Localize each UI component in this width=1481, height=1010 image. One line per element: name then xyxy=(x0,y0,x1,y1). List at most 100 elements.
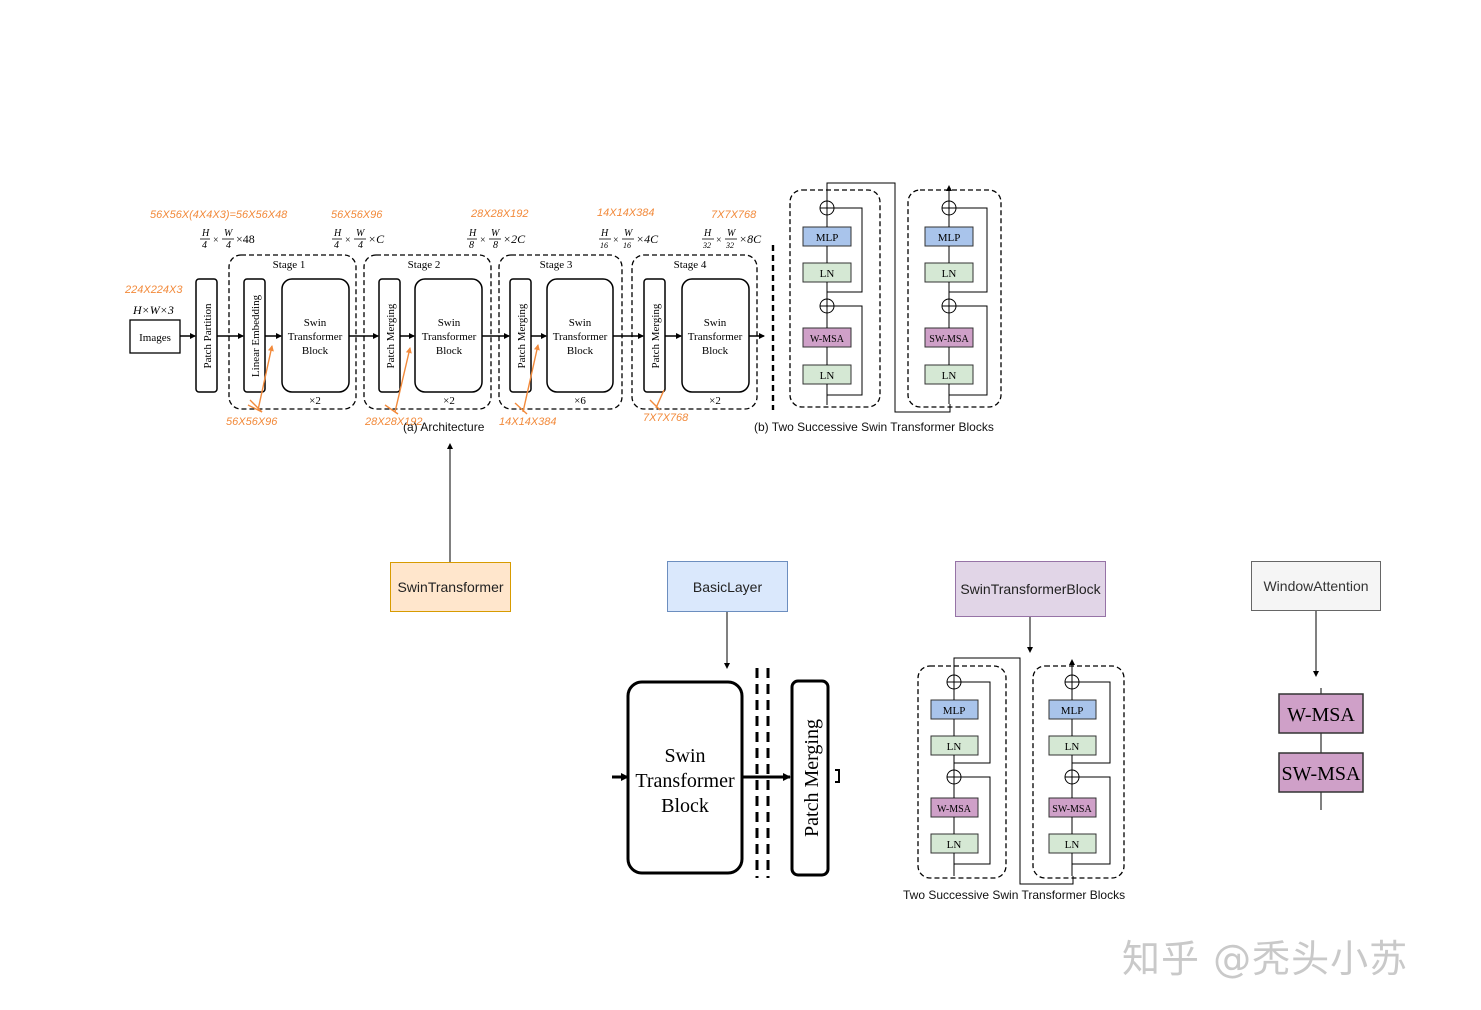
ln-label: LN xyxy=(942,268,957,280)
patch-merging-label: Patch Merging xyxy=(385,303,397,368)
swmsa-label: SW-MSA xyxy=(929,334,969,345)
stage-container xyxy=(631,254,758,410)
block-label-line: Swin xyxy=(704,317,727,329)
stage-repeat: ×2 xyxy=(443,395,455,407)
svg-text:×2C: ×2C xyxy=(503,232,526,246)
stage-title: Stage 2 xyxy=(408,259,441,271)
block-label-line: Transformer xyxy=(635,770,735,792)
svg-text:16: 16 xyxy=(623,241,631,250)
dimension-label: H 8 × W 8 ×2C xyxy=(467,228,526,251)
mlp-label: MLP xyxy=(1061,705,1084,717)
mlp-label: MLP xyxy=(816,232,839,244)
svg-text:W: W xyxy=(491,228,501,239)
svg-text:H: H xyxy=(468,228,477,239)
architecture-diagram: 56X56X(4X4X3)=56X56X48 56X56X96 28X28X19… xyxy=(124,207,775,434)
ln-label: LN xyxy=(820,370,835,382)
block-label-line: Swin xyxy=(438,317,461,329)
ln-label: LN xyxy=(947,741,962,753)
ln-label: LN xyxy=(942,370,957,382)
patch-merging-box xyxy=(790,679,830,877)
class-label: BasicLayer xyxy=(692,578,763,595)
svg-text:×: × xyxy=(716,235,722,246)
swintransformerblock-class-box[interactable]: SwinTransformerBlock xyxy=(955,561,1106,617)
blocks-caption: (b) Two Successive Swin Transformer Bloc… xyxy=(754,420,994,434)
block-label-line: Block xyxy=(661,795,709,817)
svg-text:×: × xyxy=(213,235,219,246)
ln-label: LN xyxy=(947,839,962,851)
svg-text:H: H xyxy=(600,228,609,239)
images-label: Images xyxy=(139,332,171,344)
svg-text:×8C: ×8C xyxy=(739,232,762,246)
shape-label-orange: 7X7X768 xyxy=(711,209,757,221)
watermark: 知乎 @秃头小苏 xyxy=(1122,937,1409,981)
windowattention-class-box[interactable]: WindowAttention xyxy=(1251,561,1381,611)
block-label-line: Transformer xyxy=(422,331,477,343)
wmsa-label: W-MSA xyxy=(810,334,845,345)
swmsa-label: SW-MSA xyxy=(1052,804,1092,815)
ln-label: LN xyxy=(1065,741,1080,753)
mlp-label: MLP xyxy=(938,232,961,244)
patch-merging-label: Patch Merging xyxy=(801,719,823,837)
shape-label-orange: 28X28X192 xyxy=(364,416,423,428)
svg-text:W: W xyxy=(624,228,634,239)
ln-label: LN xyxy=(820,268,835,280)
shape-label-orange: 56X56X96 xyxy=(331,209,383,221)
input-shape: H×W×3 xyxy=(132,303,174,317)
block-label-line: Transformer xyxy=(288,331,343,343)
class-label: SwinTransformerBlock xyxy=(960,581,1101,597)
svg-text:×48: ×48 xyxy=(236,232,255,246)
svg-text:H: H xyxy=(201,228,210,239)
dimension-label: H 16 × W 16 ×4C xyxy=(599,228,659,250)
wmsa-box xyxy=(1278,693,1364,734)
svg-text:×C: ×C xyxy=(368,232,385,246)
patch-merging-label: Patch Merging xyxy=(650,303,662,368)
stage-repeat: ×2 xyxy=(309,395,321,407)
svg-text:8: 8 xyxy=(493,240,498,251)
swmsa-box xyxy=(1278,752,1364,793)
block-label-line: Block xyxy=(702,345,729,357)
wmsa-label: W-MSA xyxy=(1287,704,1355,726)
stage-container xyxy=(228,254,357,410)
svg-text:×4C: ×4C xyxy=(636,232,659,246)
basiclayer-class-box[interactable]: BasicLayer xyxy=(667,561,788,612)
shape-label-orange: 14X14X384 xyxy=(499,416,557,428)
block-detail-caption: Two Successive Swin Transformer Blocks xyxy=(903,888,1125,902)
shape-label-orange: 56X56X96 xyxy=(226,416,278,428)
svg-text:W: W xyxy=(727,228,737,239)
wmsa-label: W-MSA xyxy=(937,804,972,815)
block-label-line: Block xyxy=(567,345,594,357)
shape-label-orange: 28X28X192 xyxy=(470,208,529,220)
svg-text:×: × xyxy=(480,235,486,246)
stage-title: Stage 1 xyxy=(273,259,306,271)
svg-text:×: × xyxy=(345,235,351,246)
block-label-line: Transformer xyxy=(688,331,743,343)
svg-text:W: W xyxy=(356,228,366,239)
svg-text:H: H xyxy=(333,228,342,239)
svg-text:32: 32 xyxy=(725,241,734,250)
window-attention-detail: W-MSA SW-MSA xyxy=(1278,688,1364,810)
svg-text:W: W xyxy=(224,228,234,239)
basic-layer-detail: Swin Transformer Block Patch Merging xyxy=(612,668,840,878)
block-label-line: Swin xyxy=(664,745,705,767)
block-label-line: Block xyxy=(436,345,463,357)
input-shape-orange: 224X224X3 xyxy=(124,284,183,296)
block-label-line: Swin xyxy=(304,317,327,329)
stage-repeat: ×2 xyxy=(709,395,721,407)
patch-merging-label: Patch Merging xyxy=(516,303,528,368)
stage-repeat: ×6 xyxy=(574,395,586,407)
svg-text:4: 4 xyxy=(334,240,339,251)
class-label: WindowAttention xyxy=(1263,578,1369,594)
svg-text:×: × xyxy=(613,235,619,246)
svg-text:H: H xyxy=(703,228,712,239)
dimension-label: H 4 × W 4 ×48 xyxy=(200,228,255,251)
swmsa-label: SW-MSA xyxy=(1282,763,1361,785)
block-label-line: Swin xyxy=(569,317,592,329)
swintransformer-class-box[interactable]: SwinTransformer xyxy=(390,562,511,612)
block-label-line: Block xyxy=(302,345,329,357)
dimension-label: H 32 × W 32 ×8C xyxy=(702,228,762,250)
svg-text:4: 4 xyxy=(202,240,207,251)
architecture-caption: (a) Architecture xyxy=(403,420,485,434)
svg-text:4: 4 xyxy=(358,240,363,251)
linear-embedding-label: Linear Embedding xyxy=(250,294,262,377)
